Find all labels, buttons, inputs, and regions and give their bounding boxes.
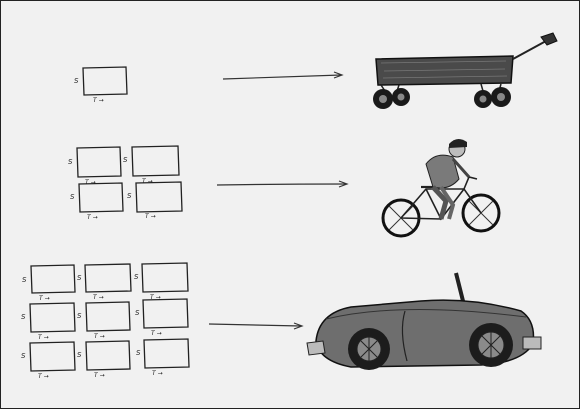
card: S T →: [123, 145, 180, 185]
card-bottom-label: T →: [93, 97, 104, 104]
card-bottom-label: T →: [38, 334, 49, 341]
card-side-label: S: [127, 192, 132, 200]
row-2-cards: S T → S T → S T → S T →: [68, 145, 183, 221]
car-illustration: [306, 272, 542, 370]
card-bottom-label: T →: [38, 373, 49, 380]
card-bottom-label: T →: [142, 178, 153, 185]
card-side-label: S: [21, 313, 26, 321]
bicycle-illustration: [381, 138, 501, 238]
card-bottom-label: T →: [152, 370, 163, 377]
card-side-label: S: [123, 156, 128, 164]
card-side-label: S: [136, 349, 141, 357]
arrow-3: [208, 322, 304, 330]
card: S T →: [136, 338, 190, 377]
card: S T →: [21, 341, 76, 380]
card-bottom-label: T →: [94, 372, 105, 379]
card: S T →: [77, 263, 132, 301]
card: S T →: [74, 66, 128, 104]
card: S T →: [22, 264, 76, 302]
card: S T →: [21, 302, 76, 341]
card-bottom-label: T →: [151, 330, 162, 337]
arrow-1: [222, 71, 344, 80]
card-side-label: S: [68, 158, 73, 166]
wagon-illustration: [373, 32, 558, 109]
card: S T →: [134, 262, 189, 301]
card-side-label: S: [22, 276, 27, 284]
card-bottom-label: T →: [94, 333, 105, 340]
card-side-label: S: [70, 193, 75, 201]
card: S T →: [135, 298, 189, 337]
card-side-label: S: [77, 274, 82, 282]
card-side-label: S: [74, 77, 79, 85]
card-side-label: S: [135, 309, 140, 317]
card: S T →: [77, 340, 131, 379]
card-bottom-label: T →: [85, 179, 96, 186]
card-side-label: S: [77, 351, 82, 359]
card-bottom-label: T →: [87, 214, 98, 221]
card: S T →: [70, 182, 124, 221]
card: S T →: [127, 181, 183, 220]
card-bottom-label: T →: [39, 295, 50, 302]
card-bottom-label: T →: [93, 294, 104, 301]
card: S T →: [68, 146, 122, 186]
card-bottom-label: T →: [145, 213, 156, 220]
card: S T →: [77, 301, 131, 340]
card-side-label: S: [134, 273, 139, 281]
card-bottom-label: T →: [150, 294, 161, 301]
card-side-label: S: [21, 352, 26, 360]
row-1-cards: S T →: [74, 66, 128, 104]
card-side-label: S: [77, 312, 82, 320]
arrow-2: [216, 180, 349, 188]
row-3-cards: S T → S T → S T → S T → S T → S T →: [21, 262, 190, 380]
